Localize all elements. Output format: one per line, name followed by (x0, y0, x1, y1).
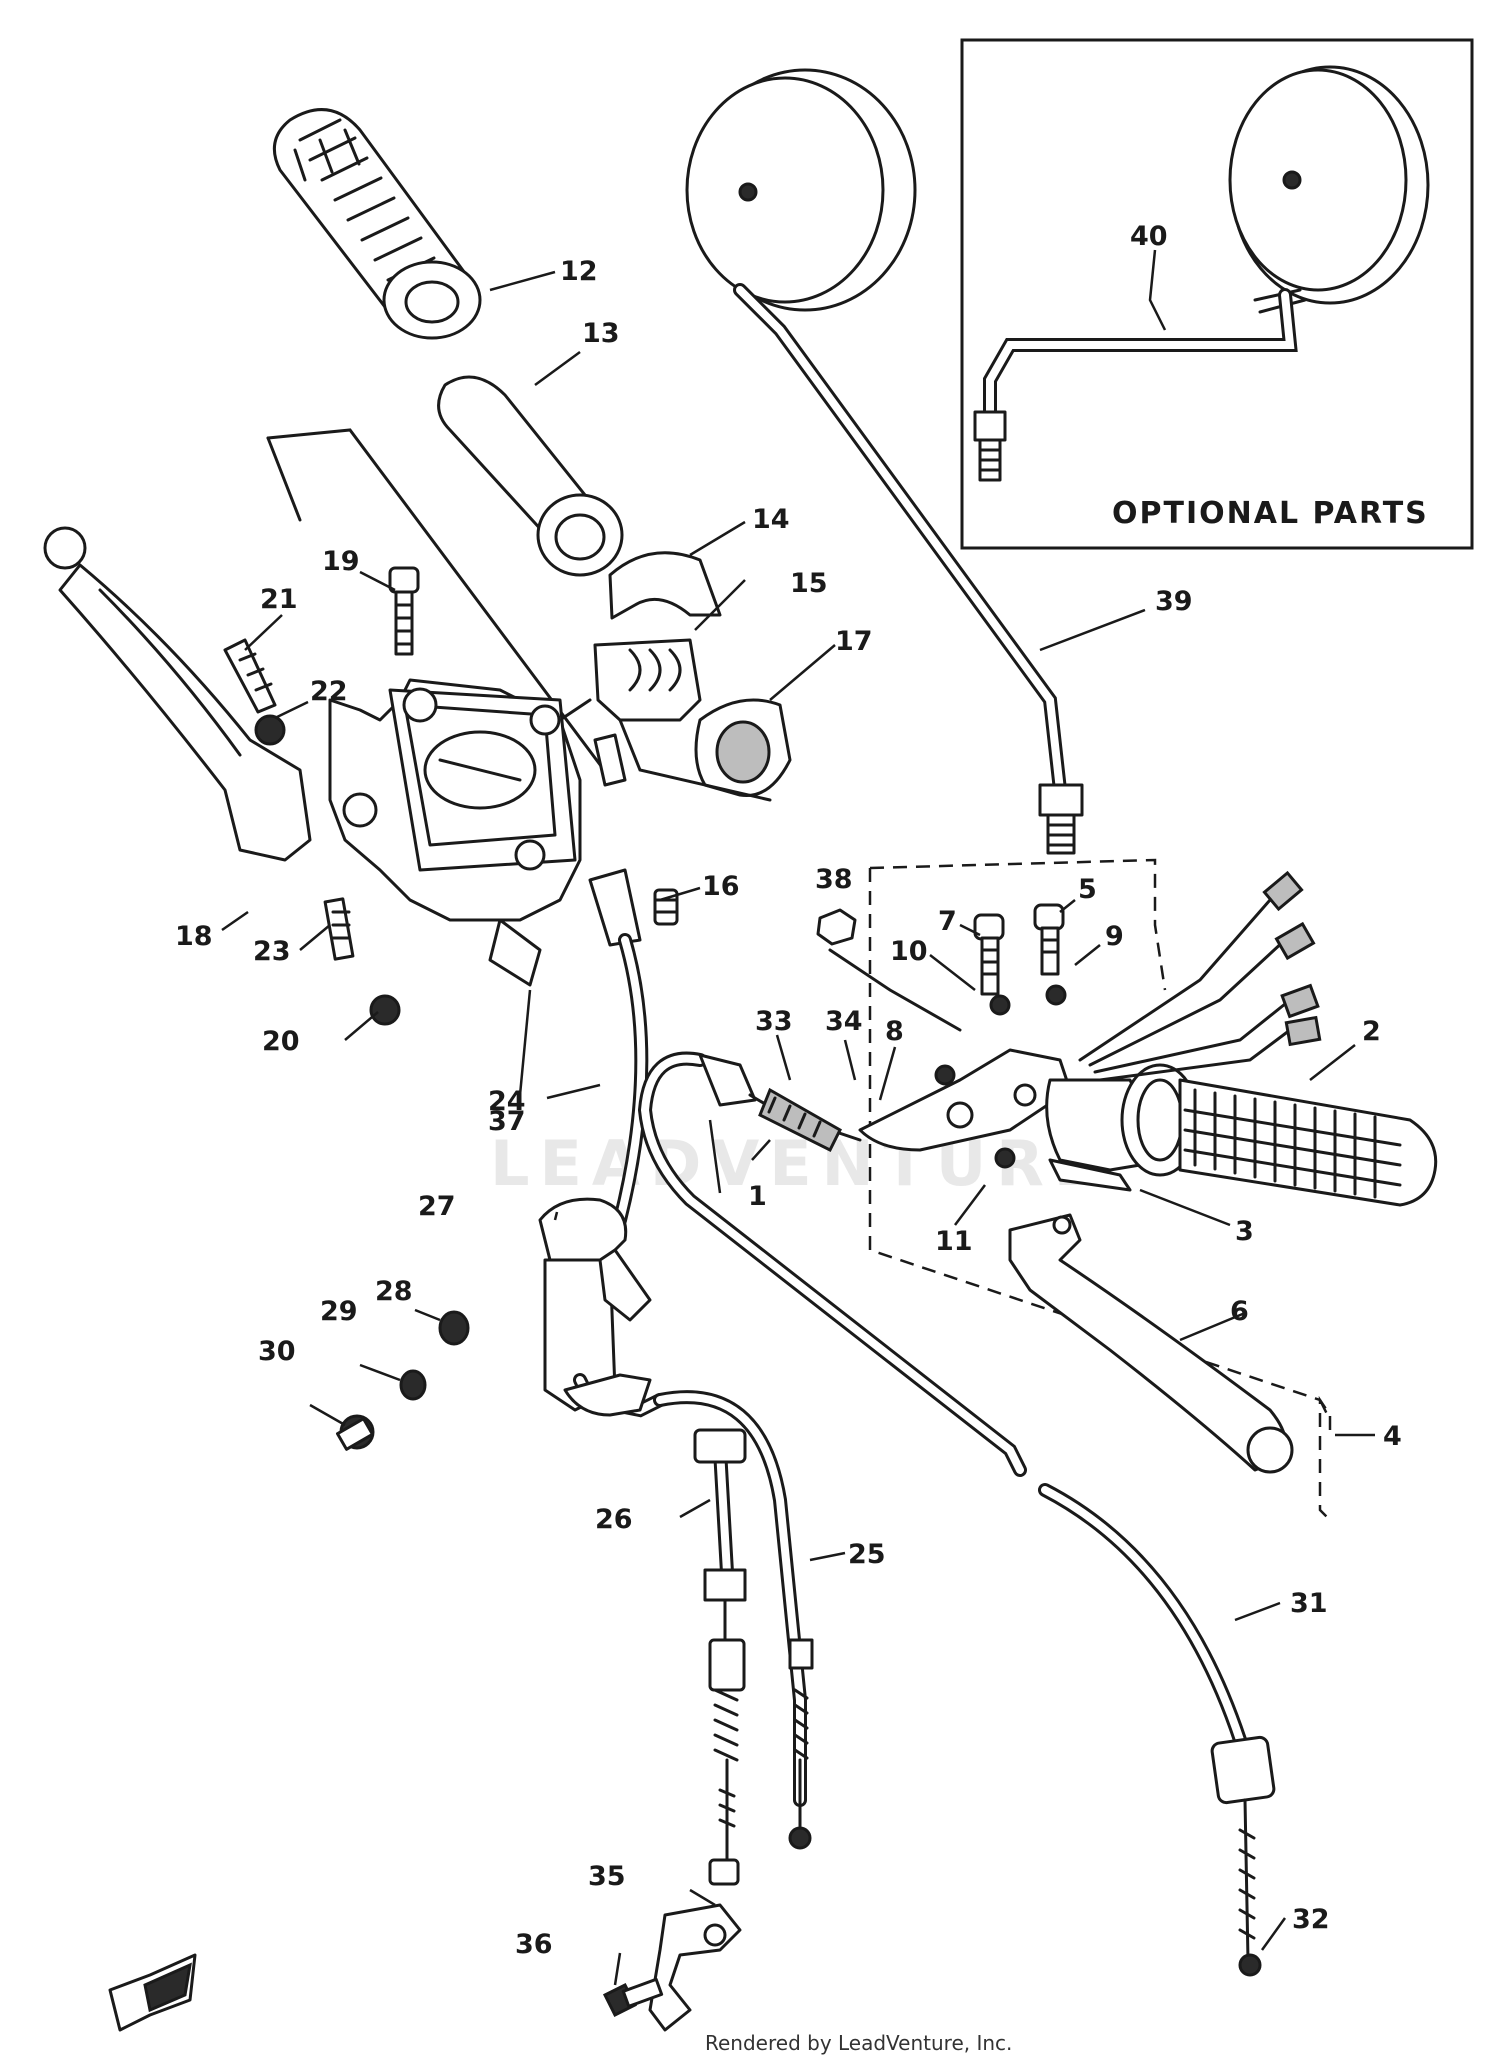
optional-parts-box: OPTIONAL PARTS (960, 38, 1474, 550)
callout-28: 28 (375, 1276, 413, 1307)
mirror (685, 68, 1084, 855)
master-cylinder-assembly (266, 428, 642, 987)
callout-25: 25 (848, 1539, 886, 1570)
callout-14: 14 (752, 504, 790, 535)
callout-8: 8 (885, 1016, 904, 1047)
callout-21: 21 (260, 584, 298, 615)
left-grip (272, 108, 482, 340)
callout-26: 26 (595, 1504, 633, 1535)
brake-junction (336, 1197, 667, 1451)
callout-15: 15 (790, 568, 828, 599)
callout-29: 29 (320, 1296, 358, 1327)
leader-lines (221, 249, 1375, 1986)
master-cylinder-hardware (223, 566, 679, 1026)
callout-27: 27 (418, 1191, 456, 1222)
callout-18: 18 (175, 921, 213, 952)
callout-36: 36 (515, 1929, 553, 1960)
throttle-housing (558, 551, 792, 802)
misc-small-parts (816, 908, 962, 1032)
callout-38: 38 (815, 864, 853, 895)
brake-hose (613, 933, 649, 1227)
callout-12: 12 (560, 256, 598, 287)
right-switch-assembly (858, 858, 1438, 1521)
callout-6: 6 (1230, 1296, 1249, 1327)
callout-35: 35 (588, 1861, 626, 1892)
callout-2: 2 (1362, 1016, 1381, 1047)
callout-16: 16 (702, 871, 740, 902)
callout-11: 11 (935, 1226, 973, 1257)
watermark: LEADVENTURE (490, 1127, 1106, 1200)
callout-22: 22 (310, 676, 348, 707)
callout-39: 39 (1155, 586, 1193, 617)
callout-20: 20 (262, 1026, 300, 1057)
callout-34: 34 (825, 1006, 863, 1037)
clutch-cable (637, 1051, 1276, 1977)
optional-parts-label: OPTIONAL PARTS (1112, 496, 1429, 531)
callout-1: 1 (748, 1181, 767, 1212)
callout-33: 33 (755, 1006, 793, 1037)
callout-17: 17 (835, 626, 873, 657)
callout-23: 23 (253, 936, 291, 967)
callout-37: 37 (488, 1106, 526, 1137)
brake-lever (43, 526, 312, 862)
callout-7: 7 (938, 906, 957, 937)
callout-3: 3 (1235, 1216, 1254, 1247)
callout-19: 19 (322, 546, 360, 577)
callout-32: 32 (1292, 1904, 1330, 1935)
callout-10: 10 (890, 936, 928, 967)
callout-4: 4 (1383, 1421, 1402, 1452)
callouts: 1 2 3 4 5 6 7 8 9 10 11 12 13 14 15 16 1… (175, 221, 1402, 1960)
callout-9: 9 (1105, 921, 1124, 952)
callout-30: 30 (258, 1336, 296, 1367)
throttle-tube (437, 375, 624, 577)
credit-line: Rendered by LeadVenture, Inc. (705, 2031, 1012, 2055)
callout-13: 13 (582, 318, 620, 349)
callout-5: 5 (1078, 874, 1097, 905)
lower-cables (602, 1390, 814, 2032)
callout-40: 40 (1130, 221, 1168, 252)
callout-31: 31 (1290, 1588, 1328, 1619)
callout-24: 24 (488, 1086, 526, 1117)
front-arrow-icon (108, 1953, 197, 2032)
